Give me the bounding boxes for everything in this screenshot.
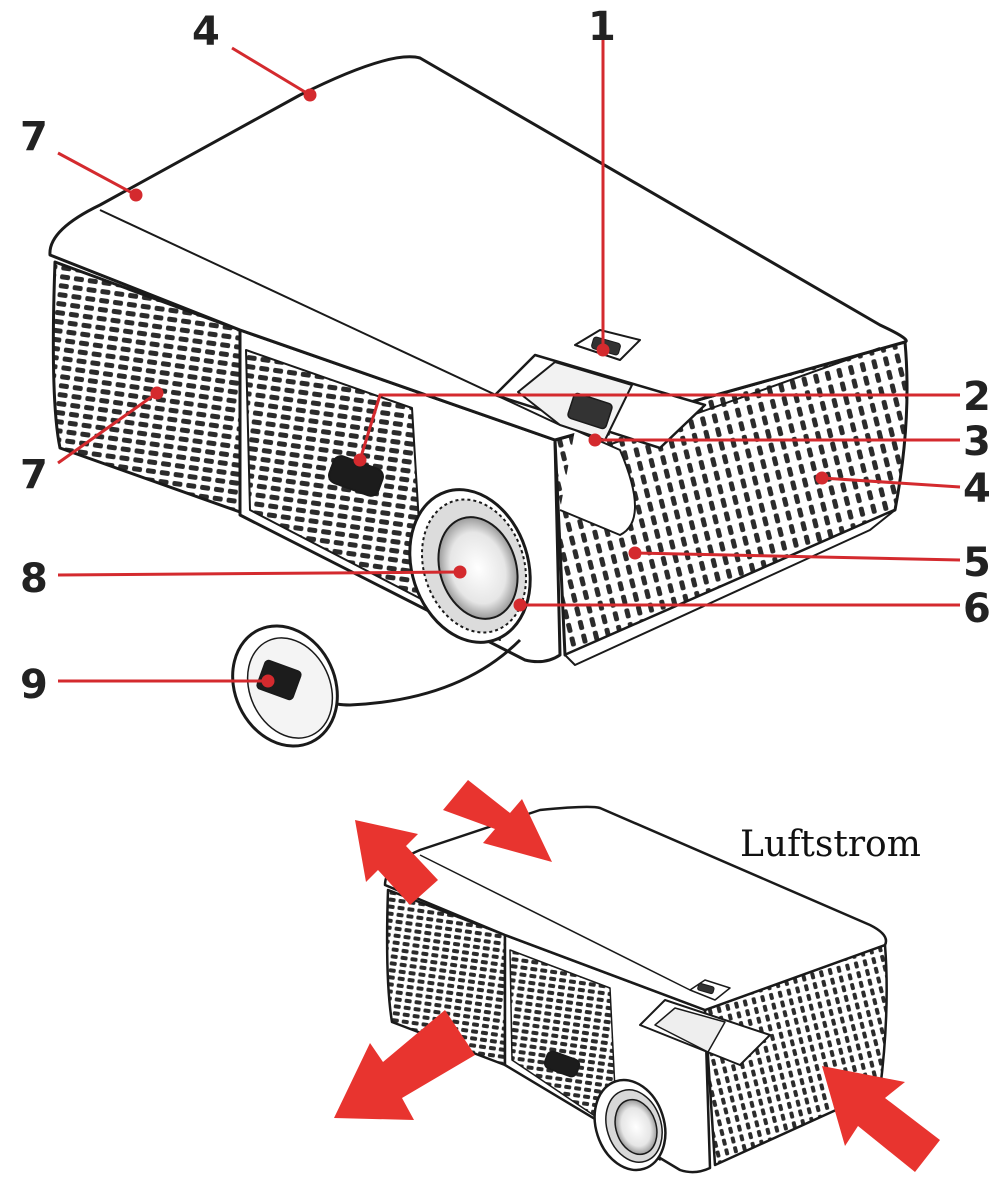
airflow-arrows xyxy=(334,780,940,1172)
callout-4-right: 4 xyxy=(963,466,991,512)
lens-assembly xyxy=(408,488,532,644)
base-foot xyxy=(564,509,896,666)
left-vent-panel xyxy=(51,260,242,514)
lens xyxy=(437,516,519,620)
callout-4-top: 4 xyxy=(192,9,220,55)
callouts xyxy=(57,40,961,688)
main-projector xyxy=(48,55,909,666)
callout-7-left: 7 xyxy=(20,452,48,498)
exhaust-arrow-upper xyxy=(355,820,438,905)
callout-2: 2 xyxy=(963,374,991,420)
intake-arrow-right xyxy=(822,1066,940,1172)
top-cover xyxy=(48,55,908,442)
exhaust-arrow-lower xyxy=(334,1010,475,1120)
zoom-lever[interactable] xyxy=(567,392,613,430)
lens-cap-strap xyxy=(326,638,522,707)
lens-cap xyxy=(231,624,522,748)
callout-3: 3 xyxy=(963,419,991,465)
callout-7-top: 7 xyxy=(20,114,48,160)
callout-9: 9 xyxy=(20,662,48,708)
callout-5: 5 xyxy=(963,540,991,586)
callout-8: 8 xyxy=(20,556,48,602)
callout-labels: 1 2 3 4 4 5 6 7 7 8 9 xyxy=(20,4,991,708)
intake-arrow-top xyxy=(443,780,552,862)
callout-6: 6 xyxy=(963,586,991,632)
callout-1: 1 xyxy=(588,4,616,50)
airflow-label: Luftstrom xyxy=(740,824,921,865)
